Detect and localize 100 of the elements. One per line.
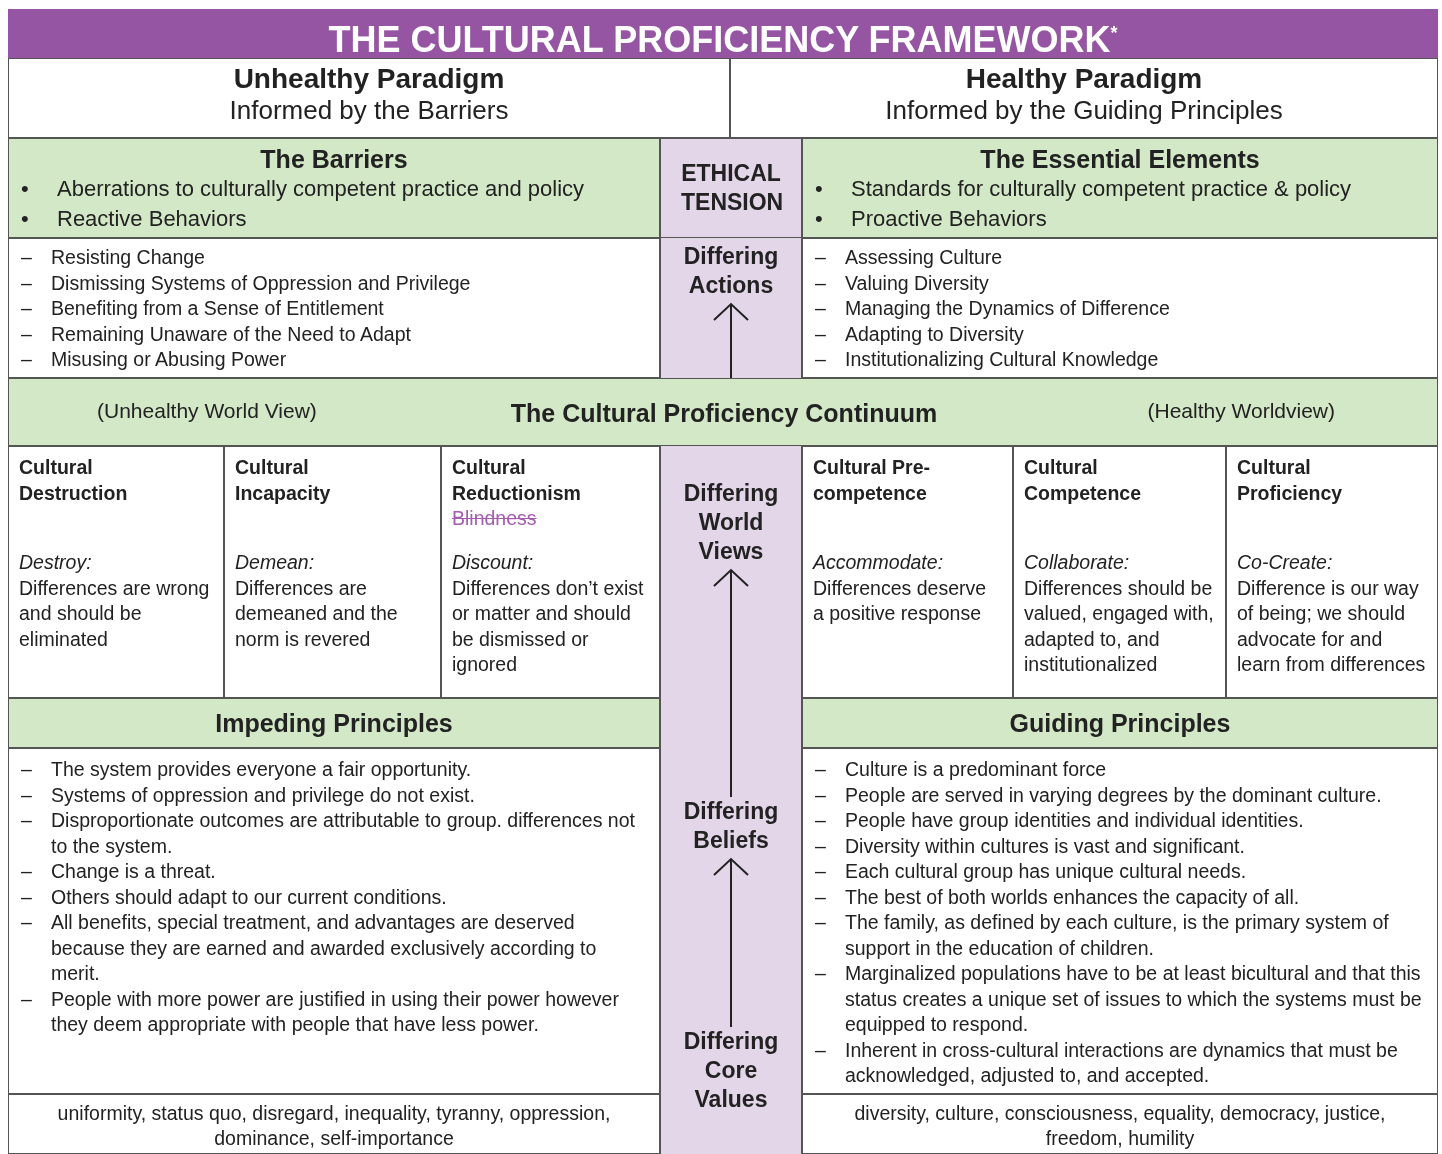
- stage-cell: [441, 446, 660, 698]
- list-item: Managing the Dynamics of Difference: [845, 296, 1171, 321]
- column-label: Differing Actions: [681, 242, 781, 300]
- list-item: People are served in varying degrees by the dominant culture.: [845, 782, 1383, 808]
- list-item: Marginalized populations have to be at least bicultural and that this status creates a unique set of issues to which the systems must be equipped to respond.: [845, 961, 1423, 1037]
- stage-heading: Cultural Reductionism: [452, 455, 582, 506]
- header-cell: [660, 138, 802, 238]
- list-cell: [8, 238, 660, 378]
- header-cell: [8, 138, 660, 238]
- bullet-item: Standards for culturally competent practice & policy: [851, 175, 1353, 203]
- column-label: Differing Beliefs: [681, 797, 781, 855]
- section-header: [8, 698, 660, 748]
- dash-marker: –: [21, 910, 32, 935]
- heading: The Essential Elements: [979, 145, 1261, 174]
- list-item: Inherent in cross-cultural interactions are dynamics that must be acknowledged, adjusted to, and accepted.: [845, 1037, 1399, 1088]
- bullet-item: Proactive Behaviors: [851, 205, 1048, 233]
- list-item: Remaining Unaware of the Need to Adapt: [51, 321, 412, 347]
- dash-marker: –: [815, 296, 826, 321]
- list-item: Misusing or Abusing Power: [51, 347, 288, 372]
- list-item: Systems of oppression and privilege do not exist.: [51, 782, 476, 808]
- list-item: The system provides everyone a fair opportunity.: [51, 757, 473, 782]
- list-item: Benefiting from a Sense of Entitlement: [51, 296, 385, 321]
- dash-marker: –: [21, 347, 32, 372]
- dash-marker: –: [21, 245, 32, 270]
- list-item: The best of both worlds enhances the capacity of all.: [845, 884, 1301, 910]
- dash-marker: –: [815, 757, 826, 782]
- header-cell: [8, 58, 730, 138]
- dash-marker: –: [21, 884, 32, 910]
- list-item: Assessing Culture: [845, 245, 1004, 270]
- stage-cell: [802, 446, 1013, 698]
- list-item: Resisting Change: [51, 245, 206, 270]
- list-item: The family, as defined by each culture, is the primary system of support in the education of children.: [845, 910, 1390, 961]
- list-item: Adapting to Diversity: [845, 321, 1025, 347]
- stage-heading: Cultural Destruction: [19, 455, 129, 506]
- bullet-item: Aberrations to culturally competent practice and policy: [57, 175, 586, 203]
- stage-heading: Cultural Competence: [1024, 455, 1143, 506]
- list-item: Diversity within cultures is vast and significant.: [845, 833, 1246, 859]
- list-item: Disproportionate outcomes are attributable to group. differences not to the system.: [51, 808, 636, 859]
- header-cell: [802, 138, 1438, 238]
- dash-marker: –: [815, 859, 826, 884]
- dash-marker: –: [815, 910, 826, 935]
- list-cell: [802, 748, 1438, 1094]
- dash-marker: –: [21, 986, 32, 1012]
- heading: Healthy Paradigm: [964, 63, 1204, 95]
- list-cell: [802, 238, 1438, 378]
- dash-marker: –: [815, 270, 826, 296]
- stage-description: Differences are demeaned and the norm is revered: [235, 575, 399, 652]
- stage-verb: Demean:: [235, 550, 316, 575]
- stage-cell: [8, 446, 224, 698]
- list-item: Institutionalizing Cultural Knowledge: [845, 347, 1160, 372]
- list-item: Others should adapt to our current conditions.: [51, 884, 448, 910]
- values-cell: [802, 1094, 1438, 1154]
- stage-heading: Cultural Proficiency: [1237, 455, 1344, 506]
- values-text: diversity, culture, consciousness, equality, democracy, justice, freedom, humility: [853, 1101, 1387, 1151]
- stage-description: Differences don’t exist or matter and should be dismissed or ignored: [452, 575, 645, 677]
- dash-marker: –: [21, 296, 32, 321]
- side-label: (Unhealthy World View): [97, 399, 317, 423]
- stage-heading: Cultural Incapacity: [235, 455, 332, 506]
- dash-marker: –: [815, 961, 826, 986]
- stage-verb: Accommodate:: [813, 550, 945, 575]
- arrow: [713, 569, 749, 798]
- continuum-band: [8, 378, 1438, 446]
- column-label: Differing World Views: [681, 479, 781, 566]
- dash-marker: –: [815, 1037, 826, 1063]
- arrow: [713, 858, 749, 1028]
- stage-verb: Destroy:: [19, 550, 93, 575]
- dash-marker: –: [815, 782, 826, 808]
- arrow: [713, 303, 749, 379]
- bullet-marker: •: [815, 175, 823, 203]
- values-cell: [8, 1094, 660, 1154]
- heading: Guiding Principles: [1008, 709, 1232, 738]
- list-item: Change is a threat.: [51, 859, 217, 884]
- stage-verb: Collaborate:: [1024, 550, 1131, 575]
- stage-cell: [1226, 446, 1438, 698]
- side-label: (Healthy Worldview): [1147, 399, 1335, 423]
- column-label: Differing Core Values: [681, 1027, 781, 1114]
- heading: ETHICAL TENSION: [681, 159, 781, 217]
- bullet-marker: •: [815, 205, 823, 233]
- dash-marker: –: [815, 808, 826, 833]
- list-item: Valuing Diversity: [845, 270, 990, 296]
- dash-marker: –: [21, 782, 32, 808]
- dash-marker: –: [21, 859, 32, 884]
- dash-marker: –: [21, 808, 32, 833]
- list-item: Each cultural group has unique cultural needs.: [845, 859, 1248, 884]
- dash-marker: –: [21, 270, 32, 296]
- stage-verb: Discount:: [452, 550, 535, 575]
- dash-marker: –: [815, 347, 826, 372]
- heading: The Barriers: [259, 145, 409, 174]
- list-item: People with more power are justified in using their power however they deem appropriate with people that have less power.: [51, 986, 620, 1037]
- heading: Unhealthy Paradigm: [232, 63, 506, 95]
- header-cell: [730, 58, 1438, 138]
- list-item: Dismissing Systems of Oppression and Privilege: [51, 270, 472, 296]
- stage-description: Difference is our way of being; we should advocate for and learn from differences: [1237, 575, 1427, 677]
- bullet-marker: •: [21, 175, 29, 203]
- dash-marker: –: [815, 884, 826, 910]
- list-item: Culture is a predominant force: [845, 757, 1108, 782]
- heading: Impeding Principles: [214, 709, 454, 738]
- stage-cell: [1013, 446, 1226, 698]
- struck-word: Blindness: [452, 506, 538, 531]
- dash-marker: –: [815, 321, 826, 347]
